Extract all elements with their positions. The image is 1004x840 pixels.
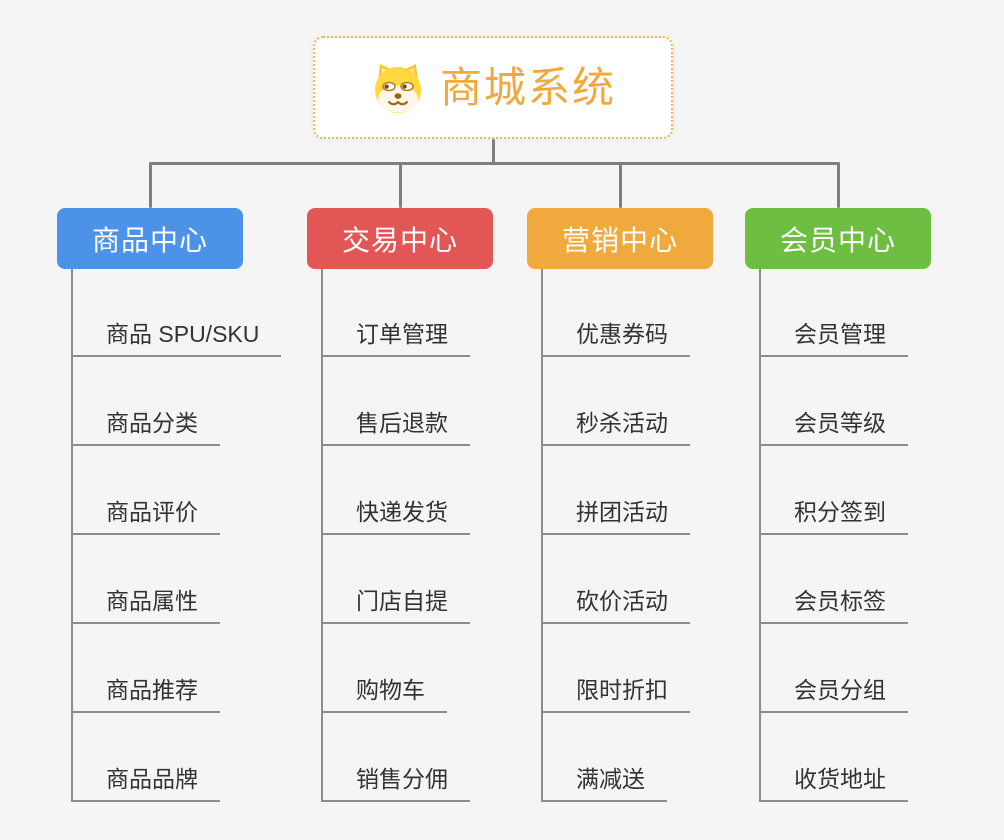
branch-node[interactable]: 交易中心 — [307, 208, 493, 269]
leaf-item[interactable]: 门店自提 — [321, 535, 470, 624]
leaf-item-label: 积分签到 — [794, 499, 886, 526]
leaf-item-label: 优惠券码 — [576, 321, 668, 348]
branch-drop-line — [148, 162, 152, 208]
leaf-item[interactable]: 限时折扣 — [541, 624, 690, 713]
horizontal-connector-line — [148, 162, 840, 165]
leaf-item[interactable]: 积分签到 — [759, 446, 908, 535]
leaf-item-label: 拼团活动 — [576, 499, 668, 526]
leaf-list: 订单管理售后退款快递发货门店自提购物车销售分佣 — [321, 269, 470, 802]
leaf-item[interactable]: 优惠券码 — [541, 269, 690, 357]
leaf-item[interactable]: 会员等级 — [759, 357, 908, 446]
branch-drop-line — [618, 162, 622, 208]
leaf-item-label: 限时折扣 — [576, 677, 668, 704]
leaf-item-label: 订单管理 — [356, 321, 448, 348]
leaf-item-label: 商品分类 — [106, 410, 198, 437]
leaf-item[interactable]: 商品属性 — [71, 535, 220, 624]
leaf-list: 商品 SPU/SKU 商品分类商品评价商品属性商品推荐商品品牌 — [71, 269, 282, 802]
leaf-item[interactable]: 购物车 — [321, 624, 447, 713]
leaf-item-label: 商品品牌 — [106, 766, 198, 793]
leaf-item[interactable]: 订单管理 — [321, 269, 470, 357]
branch-trunk-line — [71, 269, 73, 802]
leaf-item-label: 商品 SPU/SKU — [106, 321, 260, 348]
leaf-item-label: 商品评价 — [106, 499, 198, 526]
leaf-item[interactable]: 商品评价 — [71, 446, 220, 535]
leaf-item[interactable]: 商品分类 — [71, 357, 220, 446]
leaf-item-label: 售后退款 — [356, 410, 448, 437]
leaf-item[interactable]: 商品品牌 — [71, 713, 220, 802]
leaf-item[interactable]: 售后退款 — [321, 357, 470, 446]
leaf-item[interactable]: 商品 SPU/SKU — [71, 269, 282, 357]
leaf-item[interactable]: 会员管理 — [759, 269, 908, 357]
leaf-item-label: 会员等级 — [794, 410, 886, 437]
branch-node-label: 会员中心 — [779, 224, 896, 256]
branch-node[interactable]: 会员中心 — [745, 208, 931, 269]
leaf-item-label: 收货地址 — [794, 766, 886, 793]
leaf-item[interactable]: 收货地址 — [759, 713, 908, 802]
branch-trunk-line — [759, 269, 761, 802]
leaf-item[interactable]: 会员标签 — [759, 535, 908, 624]
root-title: 商城系统 — [439, 63, 616, 111]
leaf-item-label: 会员管理 — [794, 321, 886, 348]
leaf-item[interactable]: 满减送 — [541, 713, 667, 802]
branch-drop-line — [836, 162, 840, 208]
leaf-item-label: 商品推荐 — [106, 677, 198, 704]
leaf-item-label: 会员标签 — [794, 588, 886, 615]
leaf-item[interactable]: 快递发货 — [321, 446, 470, 535]
leaf-item-label: 快递发货 — [356, 499, 448, 526]
leaf-item[interactable]: 销售分佣 — [321, 713, 470, 802]
branch-trunk-line — [321, 269, 323, 802]
leaf-item-label: 砍价活动 — [576, 588, 668, 615]
leaf-item-label: 购物车 — [356, 677, 425, 704]
branch-node[interactable]: 营销中心 — [527, 208, 713, 269]
leaf-item[interactable]: 会员分组 — [759, 624, 908, 713]
leaf-item[interactable]: 拼团活动 — [541, 446, 690, 535]
branch-node-label: 交易中心 — [341, 224, 458, 256]
branch-drop-line — [398, 162, 402, 208]
leaf-item[interactable]: 秒杀活动 — [541, 357, 690, 446]
root-drop-line — [491, 139, 495, 165]
branch-node-label: 营销中心 — [561, 224, 678, 256]
leaf-item-label: 商品属性 — [106, 588, 198, 615]
leaf-item-label: 秒杀活动 — [576, 410, 668, 437]
leaf-item[interactable]: 商品推荐 — [71, 624, 220, 713]
root-node-mall-system[interactable]: 商城系统 — [313, 36, 673, 139]
leaf-list: 优惠券码秒杀活动拼团活动砍价活动限时折扣满减送 — [541, 269, 690, 802]
leaf-item-label: 会员分组 — [794, 677, 886, 704]
leaf-item-label: 满减送 — [576, 766, 645, 793]
leaf-item[interactable]: 砍价活动 — [541, 535, 690, 624]
leaf-item-label: 门店自提 — [356, 588, 448, 615]
branch-node[interactable]: 商品中心 — [57, 208, 243, 269]
leaf-list: 会员管理会员等级积分签到会员标签会员分组收货地址 — [759, 269, 908, 802]
branch-trunk-line — [541, 269, 543, 802]
branch-node-label: 商品中心 — [91, 224, 208, 256]
dog-face-icon — [370, 62, 426, 114]
leaf-item-label: 销售分佣 — [356, 766, 448, 793]
